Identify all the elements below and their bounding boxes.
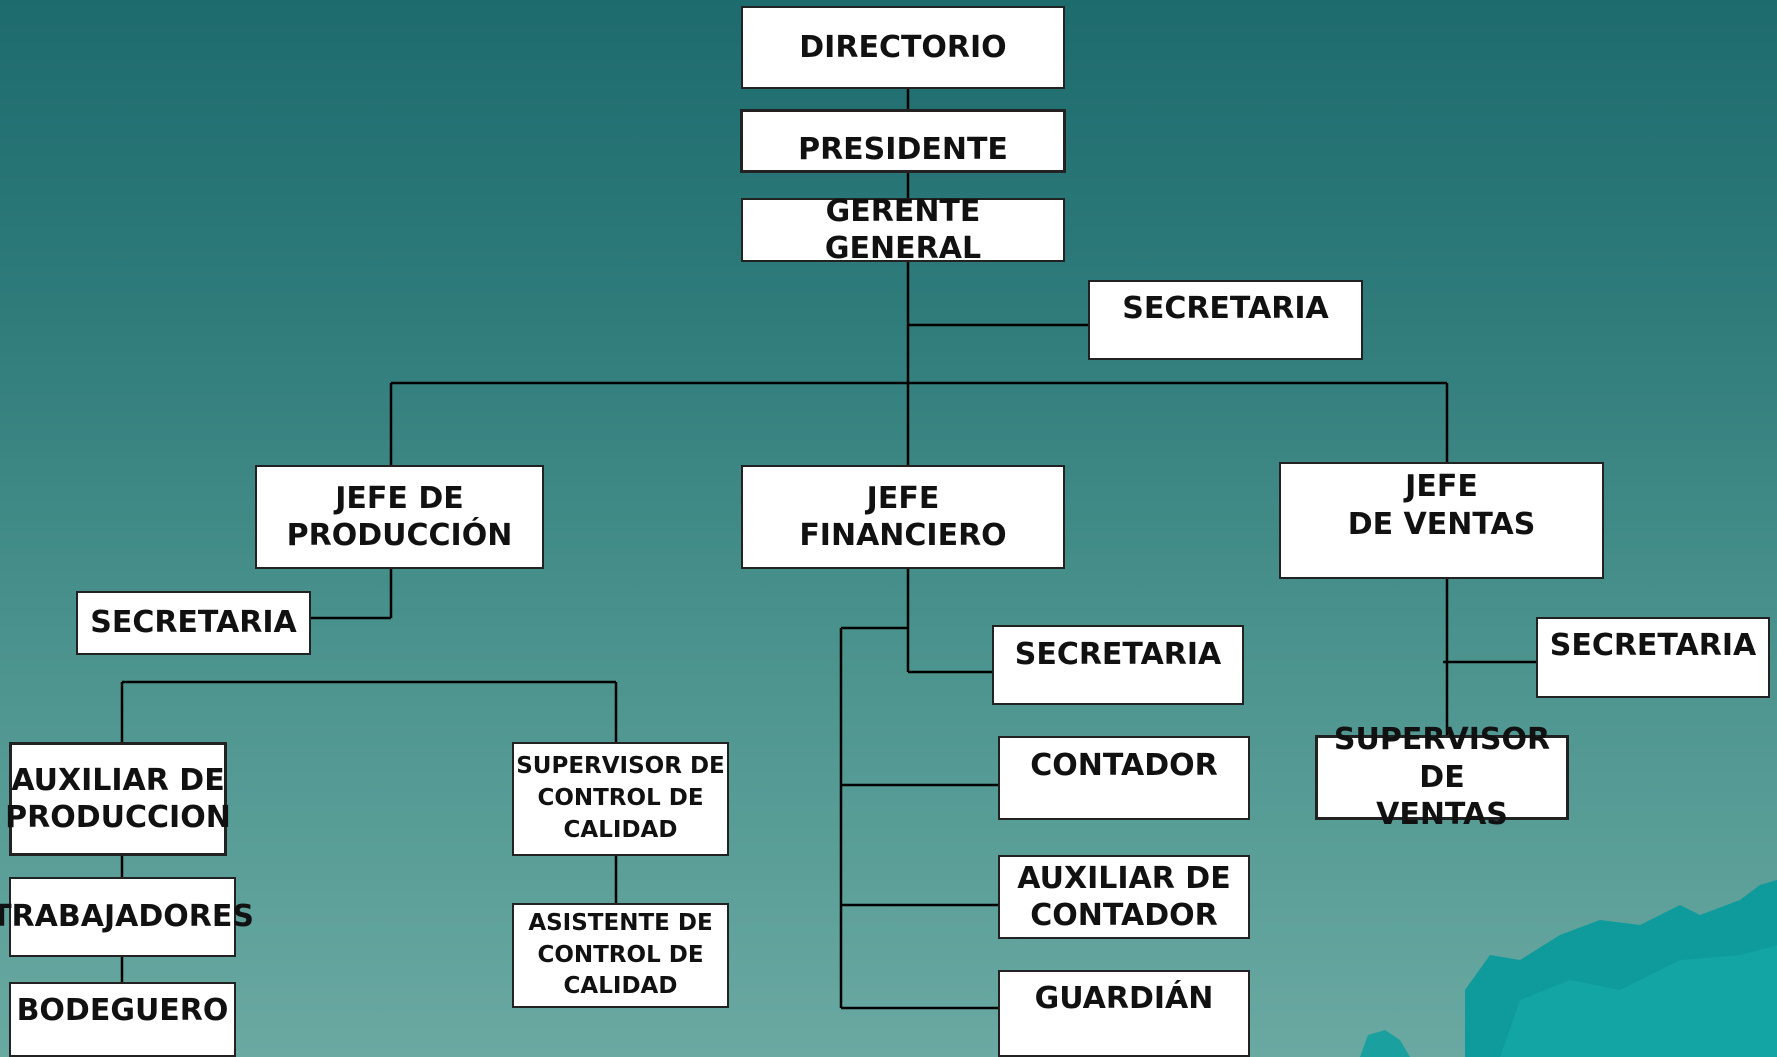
bodeguero-box: BODEGUERO: [9, 982, 236, 1057]
jefe-financiero-box: JEFE FINANCIERO: [741, 465, 1065, 569]
directorio-label: DIRECTORIO: [799, 29, 1007, 65]
jefe-ventas-label: JEFE DE VENTAS: [1347, 469, 1536, 542]
secretaria-produccion-label: SECRETARIA: [90, 605, 297, 641]
asistente-calidad-label: ASISTENTE DE CONTROL DE CALIDAD: [528, 909, 713, 1000]
secretaria-ventas-box: SECRETARIA: [1536, 617, 1770, 698]
auxiliar-produccion-label: AUXILIAR DE PRODUCCION: [5, 762, 231, 836]
contador-label: CONTADOR: [1030, 748, 1218, 783]
guardian-box: GUARDIÁN: [998, 970, 1250, 1057]
presidente-box: PRESIDENTE: [740, 109, 1066, 173]
presidente-label: PRESIDENTE: [798, 131, 1008, 167]
supervisor-ventas-label: SUPERVISOR DE VENTAS: [1333, 722, 1551, 833]
asistente-calidad-box: ASISTENTE DE CONTROL DE CALIDAD: [512, 903, 729, 1008]
jefe-ventas-box: JEFE DE VENTAS: [1279, 462, 1604, 579]
gerente-general-label: GERENTE GENERAL: [824, 193, 982, 267]
secretaria-financiero-label: SECRETARIA: [1014, 637, 1222, 672]
secretaria-financiero-box: SECRETARIA: [992, 625, 1244, 705]
secretaria-ventas-label: SECRETARIA: [1549, 628, 1757, 663]
supervisor-ventas-box: SUPERVISOR DE VENTAS: [1315, 722, 1569, 832]
bodeguero-label: BODEGUERO: [16, 993, 229, 1028]
gerente-general-box: GERENTE GENERAL: [741, 194, 1065, 266]
jefe-produccion-label: JEFE DE PRODUCCIÓN: [286, 480, 513, 554]
auxiliar-contador-box: AUXILIAR DE CONTADOR: [998, 855, 1250, 939]
secretaria-gerencia-box: SECRETARIA: [1088, 280, 1363, 360]
guardian-label: GUARDIÁN: [1034, 981, 1214, 1016]
supervisor-calidad-label: SUPERVISOR DE CONTROL DE CALIDAD: [516, 753, 725, 843]
auxiliar-contador-label: AUXILIAR DE CONTADOR: [1017, 860, 1231, 934]
secretaria-produccion-box: SECRETARIA: [76, 591, 311, 655]
supervisor-calidad-box: SUPERVISOR DE CONTROL DE CALIDAD: [512, 742, 729, 856]
trabajadores-label: TRABAJADORES: [0, 899, 254, 935]
contador-box: CONTADOR: [998, 736, 1250, 820]
auxiliar-produccion-box: AUXILIAR DE PRODUCCION: [5, 742, 231, 856]
secretaria-gerencia-label: SECRETARIA: [1122, 291, 1329, 326]
jefe-financiero-label: JEFE FINANCIERO: [799, 480, 1007, 554]
jefe-produccion-box: JEFE DE PRODUCCIÓN: [255, 465, 544, 569]
directorio-box: DIRECTORIO: [741, 6, 1065, 89]
trabajadores-box: TRABAJADORES: [0, 877, 254, 957]
